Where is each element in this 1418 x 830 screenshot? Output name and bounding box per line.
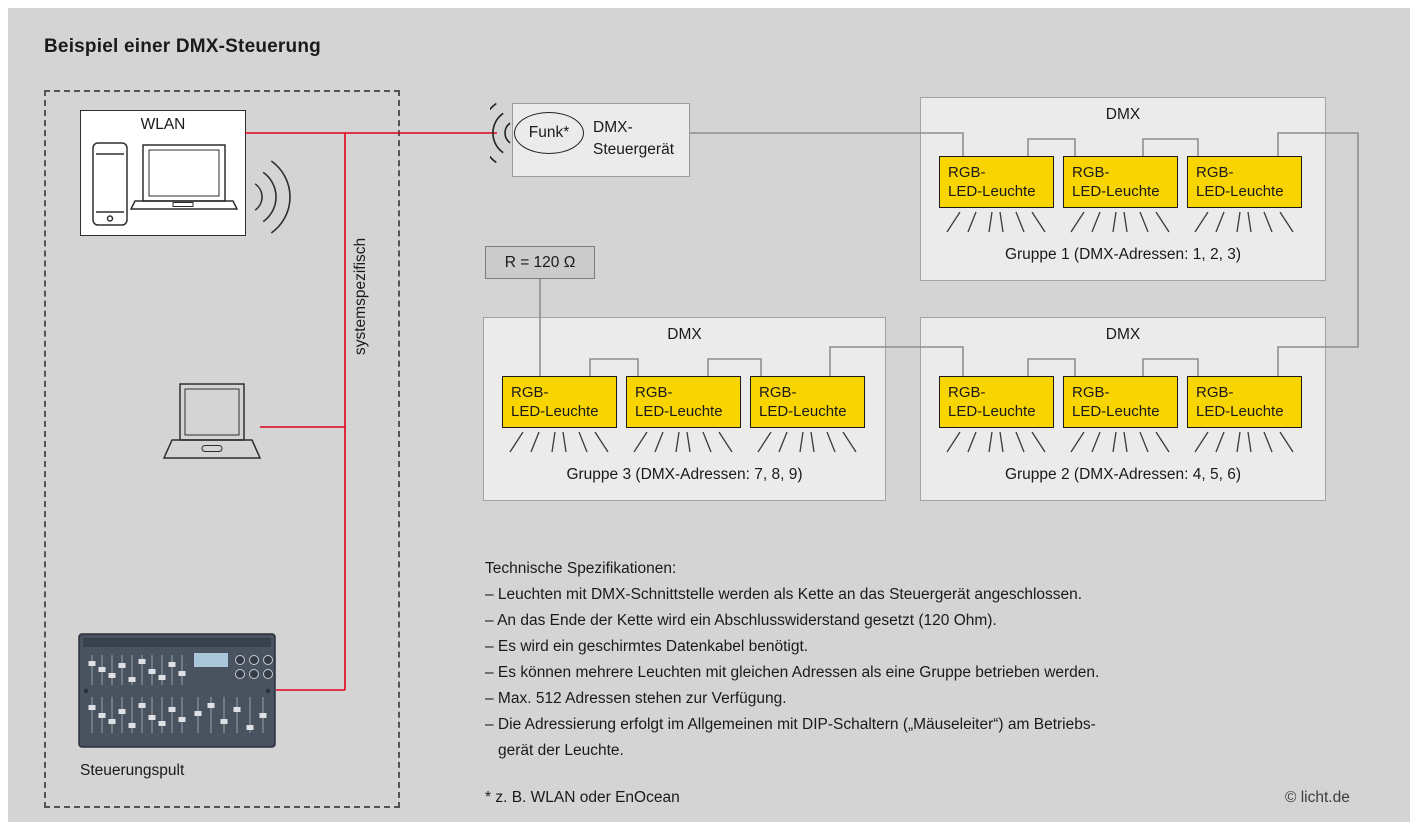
tech-spec-item: – An das Ende der Kette wird ein Abschlu…: [485, 612, 997, 629]
rgb-led-lamp: RGB- LED-Leuchte: [939, 156, 1054, 208]
group-caption: Gruppe 1 (DMX-Adressen: 1, 2, 3): [1004, 246, 1242, 263]
group-box-gruppe-1: DMX RGB- LED-Leuchte RGB- LED-Leuchte RG…: [920, 97, 1326, 281]
light-rays-icon: [1194, 431, 1294, 453]
console-label: Steuerungspult: [80, 762, 185, 779]
rgb-led-lamp: RGB- LED-Leuchte: [1187, 156, 1302, 208]
light-rays-icon: [509, 431, 609, 453]
wlan-label: WLAN: [140, 116, 186, 133]
dmx-bus-label: DMX: [1105, 106, 1141, 123]
terminator-resistor-box: R = 120 Ω: [485, 246, 595, 279]
lamp-label-line2: LED-Leuchte: [948, 183, 1036, 200]
light-rays-icon: [633, 431, 733, 453]
rgb-led-lamp: RGB- LED-Leuchte: [502, 376, 617, 428]
rgb-led-lamp: RGB- LED-Leuchte: [626, 376, 741, 428]
wlan-devices-box: WLAN: [80, 110, 246, 236]
dmx-bus-label: DMX: [667, 326, 702, 343]
rgb-led-lamp: RGB- LED-Leuchte: [1063, 156, 1178, 208]
tech-spec-item: – Max. 512 Adressen stehen zur Verfügung…: [485, 690, 787, 707]
lamp-label-line1: RGB-: [511, 384, 549, 401]
group-caption: Gruppe 3 (DMX-Adressen: 7, 8, 9): [566, 466, 803, 483]
rgb-led-lamp: RGB- LED-Leuchte: [1063, 376, 1178, 428]
light-rays-icon: [1070, 211, 1170, 233]
tech-spec-item: – Die Adressierung erfolgt im Allgemeine…: [485, 716, 1096, 733]
control-sources-panel: [44, 90, 400, 808]
group-box-gruppe-2: DMX RGB- LED-Leuchte RGB- LED-Leuchte RG…: [920, 317, 1326, 501]
dmx-console-illustration: [78, 633, 276, 748]
lamp-label-line1: RGB-: [635, 384, 673, 401]
wifi-signal-arcs-icon: [254, 160, 291, 234]
lamp-label-line2: LED-Leuchte: [948, 403, 1036, 420]
lamp-label-line2: LED-Leuchte: [1072, 403, 1160, 420]
controller-name-line2: Steuergerät: [593, 141, 674, 158]
tech-spec-item: – Es können mehrere Leuchten mit gleiche…: [485, 664, 1100, 681]
lamp-label-line2: LED-Leuchte: [511, 403, 599, 420]
copyright: © licht.de: [1285, 789, 1350, 806]
laptop-icon: [162, 383, 262, 459]
rgb-led-lamp: RGB- LED-Leuchte: [750, 376, 865, 428]
light-rays-icon: [946, 211, 1046, 233]
lamp-label-line1: RGB-: [759, 384, 797, 401]
tech-spec-item: – Leuchten mit DMX-Schnittstelle werden …: [485, 586, 1083, 603]
tech-spec-item-continuation: gerät der Leuchte.: [498, 742, 624, 759]
group-caption: Gruppe 2 (DMX-Adressen: 4, 5, 6): [1004, 466, 1242, 483]
footnote: * z. B. WLAN oder EnOcean: [485, 789, 680, 806]
lamp-label-line2: LED-Leuchte: [1072, 183, 1160, 200]
lamp-label-line2: LED-Leuchte: [759, 403, 847, 420]
light-rays-icon: [757, 431, 857, 453]
lamp-label-line1: RGB-: [1196, 384, 1234, 401]
lamp-label-line2: LED-Leuchte: [635, 403, 723, 420]
dmx-bus-label: DMX: [1105, 326, 1141, 343]
light-rays-icon: [946, 431, 1046, 453]
tech-spec-item: – Es wird ein geschirmtes Datenkabel ben…: [485, 638, 809, 655]
lamp-label-line1: RGB-: [948, 164, 986, 181]
group-box-gruppe-3: DMX RGB- LED-Leuchte RGB- LED-Leuchte RG…: [483, 317, 886, 501]
lamp-label-line1: RGB-: [948, 384, 986, 401]
page-title: Beispiel einer DMX-Steuerung: [44, 36, 321, 57]
funk-radio-badge: Funk*: [514, 112, 584, 154]
smartphone-laptop-icon: [92, 142, 239, 226]
rgb-led-lamp: RGB- LED-Leuchte: [1187, 376, 1302, 428]
tech-specs-heading: Technische Spezifikationen:: [485, 560, 677, 577]
lamp-label-line2: LED-Leuchte: [1196, 183, 1284, 200]
light-rays-icon: [1070, 431, 1170, 453]
rgb-led-lamp: RGB- LED-Leuchte: [939, 376, 1054, 428]
system-specific-label: systemspezifisch: [352, 237, 369, 355]
dmx-controller-name: DMX- Steuergerät: [593, 117, 674, 161]
lamp-label-line1: RGB-: [1196, 164, 1234, 181]
lamp-label-line2: LED-Leuchte: [1196, 403, 1284, 420]
lamp-label-line1: RGB-: [1072, 384, 1110, 401]
light-rays-icon: [1194, 211, 1294, 233]
lamp-label-line1: RGB-: [1072, 164, 1110, 181]
controller-name-line1: DMX-: [593, 119, 633, 136]
tech-specs-block: Technische Spezifikationen: – Leuchten m…: [485, 556, 1175, 764]
